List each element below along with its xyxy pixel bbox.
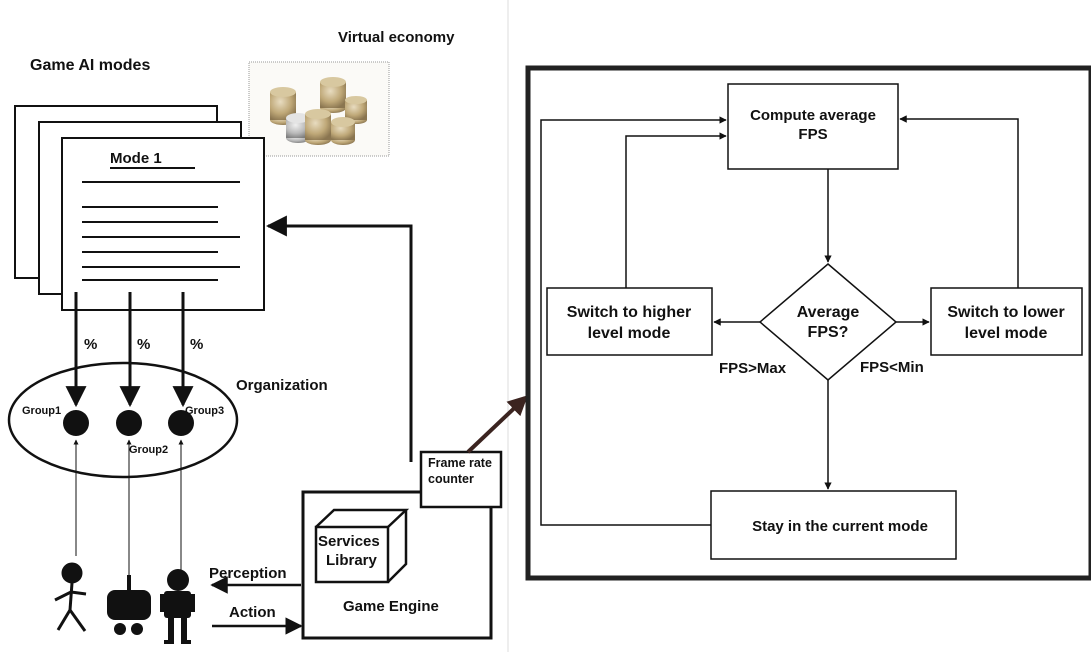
- game-ai-modes-title: Game AI modes: [30, 57, 150, 74]
- fps-min-label: FPS<Min: [860, 359, 924, 376]
- stay-current-mode-box: [710, 490, 957, 560]
- perception-label: Perception: [209, 565, 287, 582]
- game-engine-label: Game Engine: [343, 598, 439, 615]
- higher-line-1: Switch to higher: [567, 304, 691, 321]
- group1-node: [63, 410, 89, 436]
- group1-label: Group1: [22, 405, 61, 417]
- group3-node: [168, 410, 194, 436]
- mode-to-group-arrows: [65, 292, 194, 408]
- stay-label: Stay in the current mode: [752, 518, 928, 535]
- higher-line-2: level mode: [588, 325, 671, 342]
- humanoid-icon: [160, 569, 195, 644]
- stick-figure-icon: [54, 562, 87, 632]
- frame-rate-label: Frame rate: [428, 456, 492, 470]
- group2-node: [116, 410, 142, 436]
- engine-to-modes-arrow: [265, 215, 413, 462]
- counter-label: counter: [428, 472, 474, 486]
- switch-higher-box: [546, 287, 713, 356]
- lower-line-1: Switch to lower: [947, 304, 1064, 321]
- organization-ellipse: [7, 361, 239, 479]
- organization-label: Organization: [236, 377, 328, 394]
- agent-to-group-arrows: [73, 439, 184, 575]
- switch-lower-box: [930, 287, 1083, 356]
- frame-rate-counter-box: [419, 450, 503, 509]
- group2-label: Group2: [129, 444, 168, 456]
- flowchart-arrows: [540, 115, 1019, 526]
- mode-1-label: Mode 1: [110, 150, 162, 167]
- services-library-cube: [314, 508, 410, 584]
- compute-line-1: Compute average: [750, 107, 876, 124]
- services-label: Services: [318, 533, 380, 550]
- robot-icon: [107, 575, 151, 635]
- frame-counter-to-flowchart-arrow: [466, 395, 528, 454]
- percent-label-3: %: [190, 336, 203, 353]
- lower-line-2: level mode: [965, 325, 1048, 342]
- coins-image: [248, 61, 390, 157]
- fps-max-label: FPS>Max: [719, 360, 787, 377]
- compute-line-2: FPS: [798, 126, 827, 143]
- game-engine-box: [301, 490, 493, 640]
- decision-line-2: FPS?: [808, 324, 849, 341]
- group3-label: Group3: [185, 405, 224, 417]
- percent-label-2: %: [137, 336, 150, 353]
- virtual-economy-label: Virtual economy: [338, 29, 455, 46]
- compute-average-fps-box: [727, 83, 899, 170]
- mode-page-text-lines: [82, 167, 240, 281]
- action-label: Action: [229, 604, 276, 621]
- library-label: Library: [326, 552, 378, 569]
- decision-line-1: Average: [797, 304, 860, 321]
- percent-label-1: %: [84, 336, 97, 353]
